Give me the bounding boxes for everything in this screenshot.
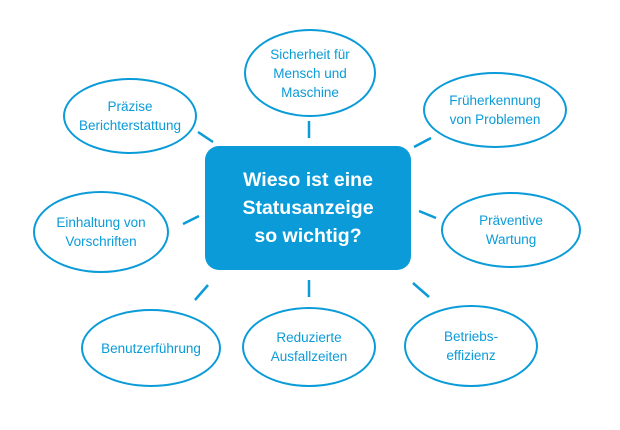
bubble-preventive-maintenance: Präventive Wartung: [441, 192, 581, 268]
bubble-operational-efficiency-line: effizienz: [446, 348, 496, 363]
bubble-reduced-downtime: Reduzierte Ausfallzeiten: [242, 307, 376, 387]
bubble-reduced-downtime-line: Reduzierte: [276, 330, 342, 345]
bubble-reduced-downtime-line: Ausfallzeiten: [270, 349, 348, 364]
bubble-user-guidance: Benutzerführung: [81, 309, 221, 387]
central-question-line: so wichtig?: [254, 225, 362, 247]
bubble-early-detection-line: Früherkennung: [449, 93, 541, 108]
connector-top-left: [197, 130, 214, 144]
central-question-line: Wieso ist eine: [243, 169, 373, 191]
central-question-line: Statusanzeige: [242, 197, 374, 219]
bubble-safety-line: Sicherheit für: [270, 46, 350, 62]
bubble-precise-reporting-line: Berichterstattung: [78, 118, 182, 133]
bubble-compliance: Einhaltung von Vorschriften: [33, 191, 169, 273]
bubble-compliance-line: Vorschriften: [65, 234, 137, 249]
bubble-operational-efficiency-line: Betriebs-: [443, 329, 499, 344]
connector-top-right: [413, 136, 432, 149]
bubble-preventive-maintenance-line: Präventive: [479, 213, 543, 228]
bubble-user-guidance-line: Benutzerführung: [101, 340, 201, 356]
connector-right: [418, 209, 437, 220]
bubble-safety: Sicherheit für Mensch und Maschine: [244, 29, 376, 117]
bubble-early-detection: Früherkennung von Problemen: [423, 72, 567, 148]
bubble-operational-efficiency: Betriebs- effizienz: [404, 305, 538, 387]
bubble-precise-reporting-line: Präzise: [107, 99, 153, 114]
bubble-compliance-line: Einhaltung von: [56, 215, 146, 230]
bubble-preventive-maintenance-line: Wartung: [485, 232, 537, 247]
connector-left: [182, 214, 200, 226]
bubble-safety-line: Mensch und: [273, 65, 347, 81]
bubble-early-detection-line: von Problemen: [449, 112, 541, 127]
bubble-safety-line: Maschine: [281, 84, 339, 100]
connector-bottom-left: [194, 284, 209, 301]
central-question-box: Wieso ist eine Statusanzeige so wichtig?: [205, 146, 411, 270]
connector-bottom-right: [412, 282, 430, 298]
bubble-precise-reporting: Präzise Berichterstattung: [63, 78, 197, 154]
